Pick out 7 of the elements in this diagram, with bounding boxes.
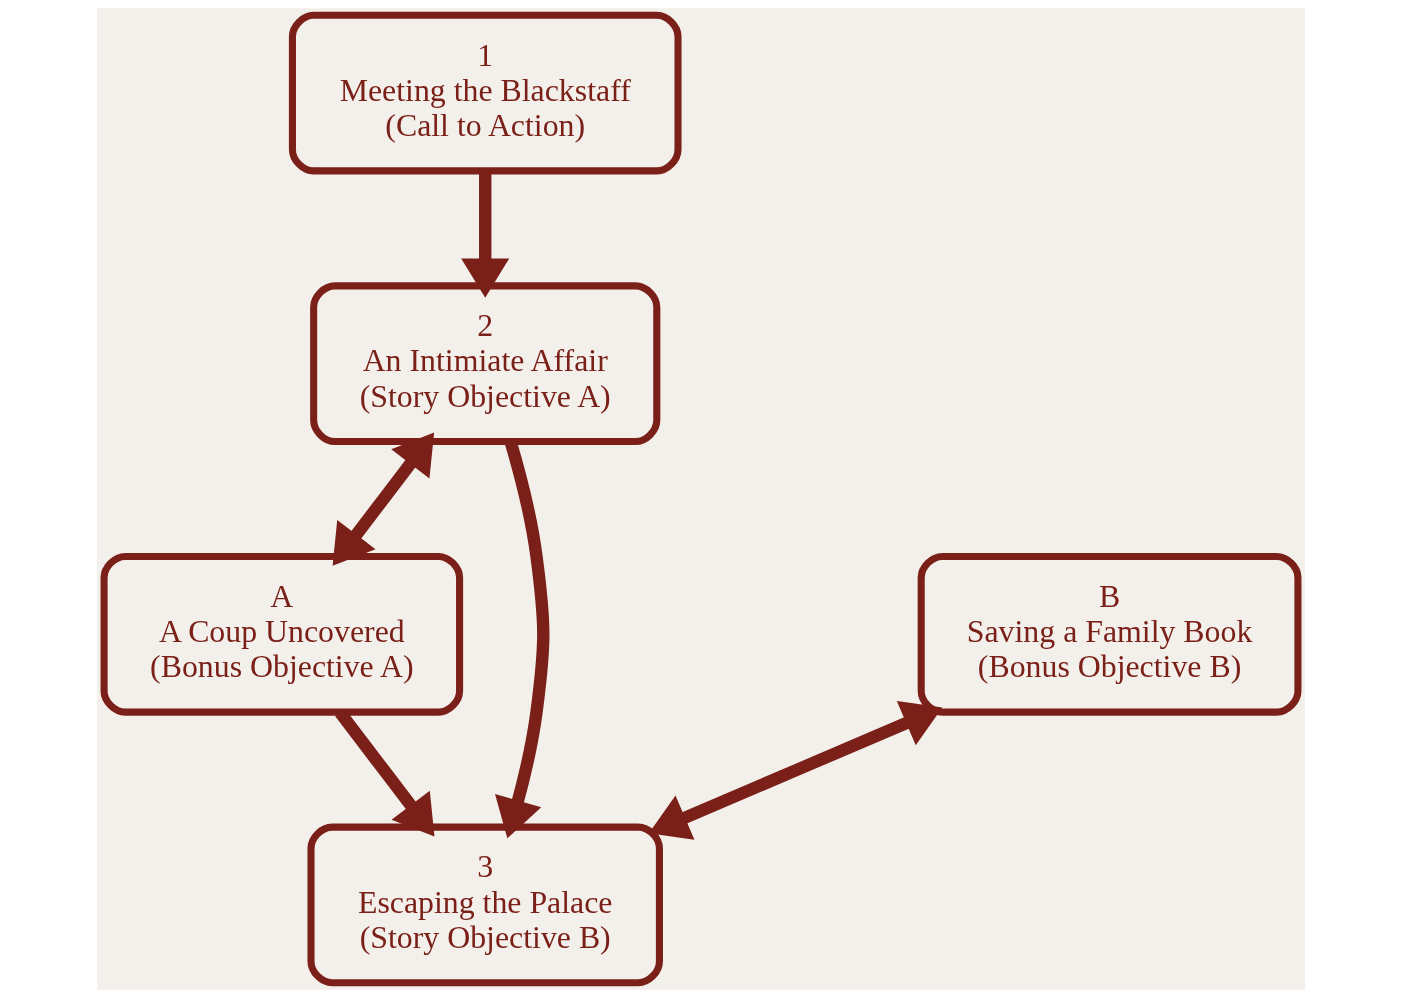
node-box: 3 Escaping the Palace (Story Objective B) bbox=[306, 823, 663, 987]
node-box: A A Coup Uncovered (Bonus Objective A) bbox=[100, 552, 463, 716]
node-box: B Saving a Family Book (Bonus Objective B) bbox=[917, 552, 1301, 716]
node-box: 1 Meeting the Blackstaff (Call to Action) bbox=[288, 11, 682, 175]
arrow bbox=[460, 171, 509, 298]
arrow bbox=[332, 432, 434, 566]
node-box: 2 An Intimiate Affair (Story Objective A) bbox=[309, 282, 660, 446]
